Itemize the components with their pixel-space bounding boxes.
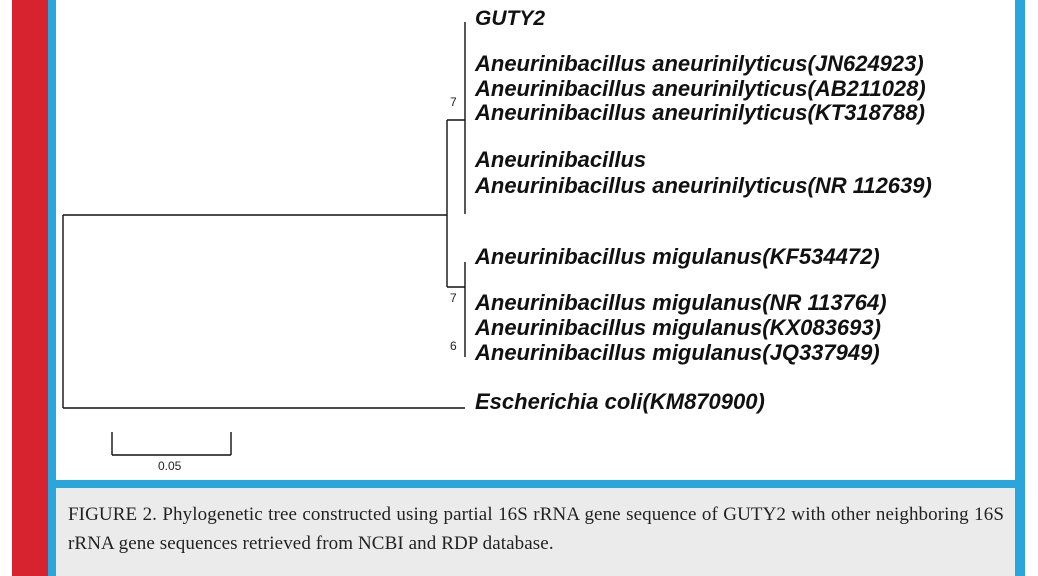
bootstrap-value: 7 (450, 95, 457, 109)
red-accent-bar (12, 0, 48, 576)
taxon-label: Aneurinibacillus aneurinilyticus(KT31878… (475, 100, 925, 125)
taxon-label: Aneurinibacillus aneurinilyticus(NR 1126… (475, 173, 932, 198)
bootstrap-value: 6 (450, 339, 457, 353)
figure-caption: FIGURE 2. Phylogenetic tree constructed … (68, 504, 1004, 554)
page-margin-right (1025, 0, 1038, 576)
taxon-label: Aneurinibacillus migulanus(NR 113764) (475, 290, 887, 315)
taxon-label: GUTY2 (475, 7, 546, 30)
taxon-label: Aneurinibacillus aneurinilyticus(JN62492… (475, 51, 924, 76)
scale-bar-label: 0.05 (158, 459, 182, 473)
bootstrap-value: 7 (450, 291, 457, 305)
figure-caption-box: FIGURE 2. Phylogenetic tree constructed … (56, 488, 1015, 576)
page-margin (0, 0, 12, 576)
figure-frame-left (48, 0, 56, 576)
figure-frame-bottom (48, 480, 1025, 488)
phylogenetic-tree (62, 22, 466, 456)
taxon-label: Aneurinibacillus migulanus(KF534472) (475, 244, 880, 269)
taxon-label: Aneurinibacillus aneurinilyticus(AB21102… (475, 76, 926, 101)
taxon-label: Aneurinibacillus migulanus(JQ337949) (475, 340, 880, 365)
figure-frame-right (1015, 0, 1025, 576)
taxon-label: Aneurinibacillus migulanus(KX083693) (475, 315, 881, 340)
taxon-label: Aneurinibacillus (475, 147, 647, 172)
taxon-label: Escherichia coli(KM870900) (475, 389, 765, 414)
figure-area (56, 0, 1015, 480)
